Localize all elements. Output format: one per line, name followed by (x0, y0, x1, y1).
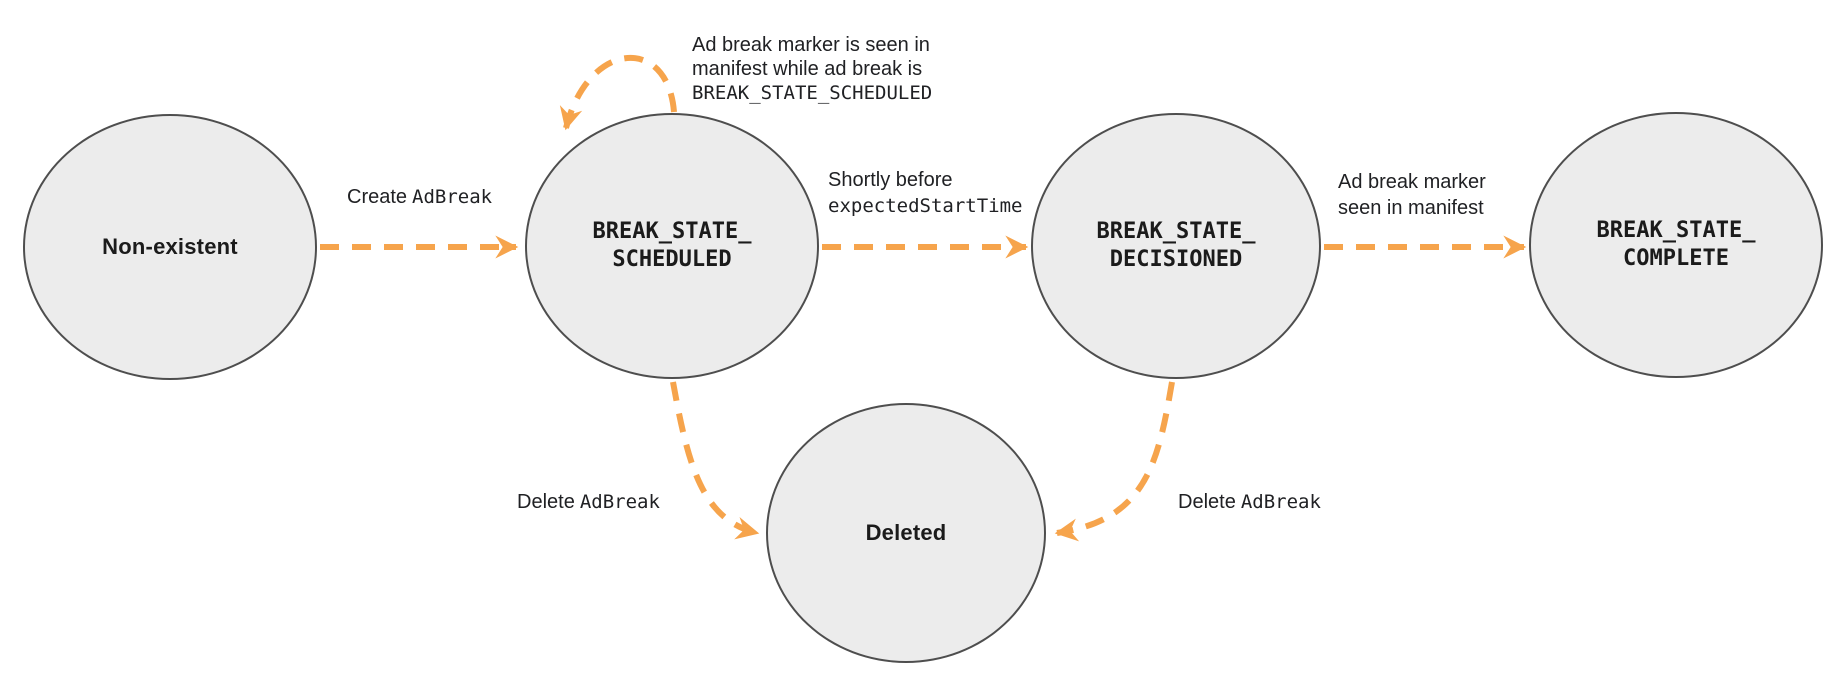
self-loop-line3-code: BREAK_STATE_SCHEDULED (692, 82, 933, 104)
state-node-scheduled: BREAK_STATE_ SCHEDULED (525, 113, 819, 379)
state-label-scheduled-line1: BREAK_STATE_ (592, 219, 752, 244)
marker-seen-line2: seen in manifest (1338, 197, 1484, 219)
arrow-self-loop-scheduled (559, 55, 677, 131)
state-label-complete-line1: BREAK_STATE_ (1596, 218, 1756, 243)
delete-left-plain: Delete (517, 491, 575, 513)
edge-label-marker-seen: Ad break marker seen in manifest (1338, 169, 1486, 221)
edge-label-create-plain: Create (347, 186, 408, 208)
arrow-decisioned-to-deleted (1054, 381, 1175, 542)
state-node-complete: BREAK_STATE_ COMPLETE (1529, 112, 1823, 378)
edge-label-self-loop: Ad break marker is seen in manifest whil… (692, 33, 932, 105)
arrow-scheduled-to-deleted (670, 381, 760, 540)
self-loop-line1: Ad break marker is seen in (692, 34, 930, 56)
marker-seen-line1: Ad break marker (1338, 171, 1486, 193)
shortly-before-line1: Shortly before (828, 169, 953, 191)
state-label-decisioned-line2: DECISIONED (1109, 247, 1243, 272)
delete-right-code: AdBreak (1240, 491, 1321, 513)
state-label-non-existent: Non-existent (102, 234, 238, 259)
shortly-before-line2-code: expectedStartTime (828, 195, 1023, 217)
state-node-deleted: Deleted (766, 403, 1046, 663)
delete-right-plain: Delete (1178, 491, 1236, 513)
edge-label-shortly-before: Shortly before expectedStartTime (828, 167, 1022, 219)
state-node-decisioned: BREAK_STATE_ DECISIONED (1031, 113, 1321, 379)
state-label-complete-line2: COMPLETE (1623, 246, 1729, 271)
state-label-scheduled-line2: SCHEDULED (612, 247, 732, 272)
state-label-decisioned-line1: BREAK_STATE_ (1096, 219, 1256, 244)
state-node-non-existent: Non-existent (23, 114, 317, 380)
self-loop-line2: manifest while ad break is (692, 58, 923, 80)
edge-label-create-code: AdBreak (412, 186, 493, 208)
state-label-deleted: Deleted (865, 520, 947, 545)
delete-left-code: AdBreak (579, 491, 660, 513)
